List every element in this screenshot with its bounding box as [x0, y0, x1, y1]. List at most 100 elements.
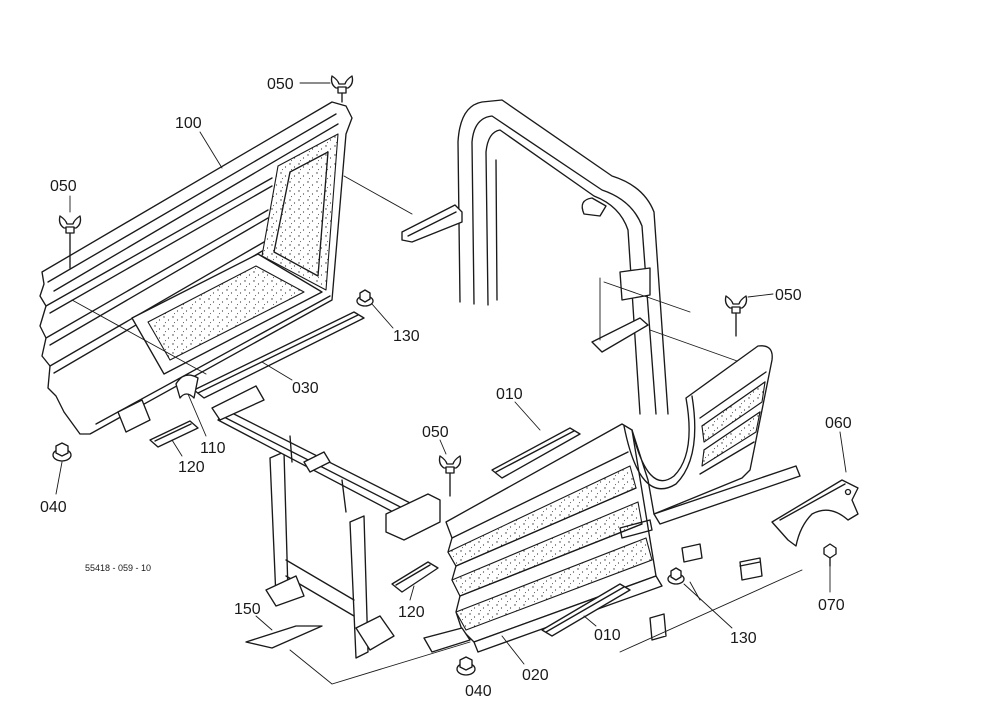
left-fender-tab — [211, 385, 265, 421]
chassis-frame — [217, 409, 441, 659]
callout-bracket-right: 060 — [825, 415, 852, 432]
callout-wing-nut-top: 050 — [267, 76, 294, 93]
spacer-block — [681, 543, 703, 563]
callout-nut-lower: 130 — [730, 630, 757, 647]
pad-center — [391, 561, 439, 593]
wing-nut-body — [65, 226, 75, 234]
leader-step-mat-upper — [514, 401, 541, 431]
hex-bolt — [823, 543, 837, 567]
rear-frame-outer-tube — [457, 99, 669, 415]
front-grille-slat — [451, 451, 629, 539]
chassis-post — [289, 435, 293, 463]
step-mat-lower — [541, 583, 631, 637]
hex-nut-body — [670, 567, 682, 581]
chassis-post — [341, 479, 347, 513]
chassis-end-bracket — [385, 493, 441, 541]
pad-center-body — [391, 561, 439, 593]
assembly-line — [343, 175, 413, 215]
chassis-upper-bracket — [303, 451, 331, 473]
pad-center-edge — [395, 564, 431, 586]
right-bracket-edge — [779, 483, 846, 521]
chassis-right-upright — [349, 515, 369, 659]
spacer-block-edge — [739, 561, 761, 567]
left-fender-channel-inner — [273, 151, 329, 277]
hex-bolt-head — [823, 543, 837, 559]
step-mat-upper — [491, 427, 581, 479]
wing-nut-wings — [58, 215, 82, 229]
plate — [245, 625, 323, 649]
hex-nut-body — [55, 442, 69, 457]
wing-nut — [724, 295, 748, 337]
callout-nut-upper: 130 — [393, 328, 420, 345]
callout-pad-left: 120 — [178, 459, 205, 476]
rear-frame-post-edge — [495, 159, 498, 301]
trim-strip-edge — [197, 314, 359, 394]
left-fender-bottom-lip — [95, 295, 331, 425]
left-fender-panel — [39, 101, 353, 435]
callout-wing-nut-center: 050 — [422, 424, 449, 441]
spacer-block — [649, 613, 667, 641]
leader-plate — [255, 615, 273, 631]
step-mat-lower-edge — [545, 586, 625, 633]
pad-left-body — [149, 420, 199, 448]
callout-bolt-right: 070 — [818, 597, 845, 614]
callout-wing-nut-left: 050 — [50, 178, 77, 195]
hex-nut-body — [459, 656, 473, 671]
assembly-line — [71, 299, 207, 375]
left-fender-window-inner — [147, 265, 305, 361]
right-bracket-hole — [844, 488, 852, 496]
wing-nut-wings — [724, 295, 748, 309]
leader-pad-center — [409, 585, 415, 601]
trim-strip — [193, 311, 365, 399]
leader-clip — [187, 393, 207, 437]
callout-strip-left: 030 — [292, 380, 319, 397]
step-mat-upper-edge — [495, 430, 575, 473]
leader-nut-lower — [683, 583, 733, 629]
wing-nut-wings — [330, 75, 354, 89]
right-fender-flange — [653, 465, 801, 525]
chassis-foot-bracket — [355, 615, 395, 651]
pad-left-edge — [154, 423, 192, 442]
front-grille-emblem — [619, 519, 653, 539]
rear-frame-inner-tube — [485, 129, 641, 415]
assembly-line — [603, 281, 691, 313]
leader-wing-nut-right — [747, 293, 774, 298]
chassis-cross-bar — [285, 559, 355, 601]
callout-step-mat-lower: 010 — [594, 627, 621, 644]
leader-left-fender — [199, 131, 223, 169]
right-fender-face — [701, 381, 766, 443]
hex-nut — [356, 289, 374, 307]
clip — [175, 374, 199, 399]
front-grille-face — [455, 537, 653, 631]
rear-frame-middle-bracket — [591, 317, 649, 353]
leader-lines — [55, 82, 847, 665]
rear-frame-side-plate — [619, 267, 651, 301]
front-grille-slat — [459, 523, 643, 597]
assembly-line — [289, 641, 471, 685]
step-mat-upper-body — [491, 427, 581, 479]
hex-nut — [667, 567, 685, 585]
wing-nut-body — [445, 466, 455, 474]
front-grille-foot — [423, 627, 471, 653]
assembly-line — [619, 569, 803, 653]
right-fender-wheel-arch — [623, 395, 696, 490]
spacer-block — [739, 557, 763, 581]
left-fender-top-roll — [47, 113, 337, 283]
callout-step-mat-upper: 010 — [496, 386, 523, 403]
wing-nut — [330, 75, 354, 103]
leader-step-mat-lower — [583, 615, 597, 627]
rear-frame-hook-bracket — [581, 197, 607, 217]
wing-nut-wings — [438, 455, 462, 469]
callout-nut-left: 040 — [40, 499, 67, 516]
leader-strip-left — [261, 361, 293, 381]
rear-frame — [343, 99, 741, 415]
leader-pad-left — [171, 439, 183, 457]
leader-bracket-right — [839, 431, 847, 473]
wing-nut — [438, 455, 462, 497]
right-fender-face — [701, 411, 761, 467]
pad-left — [149, 420, 199, 448]
wing-nut-body — [731, 306, 741, 314]
hex-nut-body — [359, 289, 371, 303]
